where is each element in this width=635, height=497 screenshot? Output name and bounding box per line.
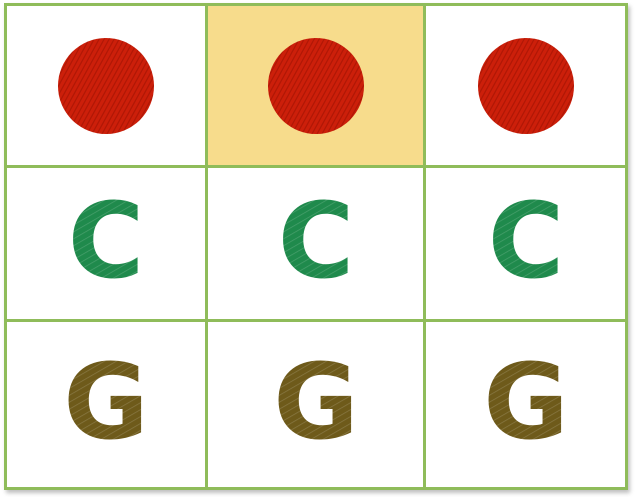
board-cell-r1-c2[interactable]: C [426,168,625,322]
board-cell-r1-c1[interactable]: C [208,168,426,322]
letter-text: C [277,189,353,299]
letter-text: C [487,189,563,299]
letter-piece-g: G [261,350,371,460]
board-cell-r0-c1[interactable] [208,6,426,168]
red-dot-piece [477,37,574,134]
letter-text: C [68,189,144,299]
board-cell-r2-c2[interactable]: G [426,322,625,487]
red-dot-piece [58,37,154,134]
letter-text: G [483,350,568,460]
letter-piece-c: C [471,189,581,299]
board-cell-r2-c1[interactable]: G [208,322,426,487]
letter-piece-c: C [261,189,371,299]
letter-piece-g: G [471,350,581,460]
board-cell-r2-c0[interactable]: G [7,322,208,487]
board-cell-r0-c2[interactable] [426,6,625,168]
letter-piece-c: C [51,189,161,299]
letter-piece-g: G [51,350,161,460]
letter-text: G [273,350,358,460]
board-cell-r1-c0[interactable]: C [7,168,208,322]
board-cell-r0-c0[interactable] [7,6,208,168]
letter-text: G [63,350,148,460]
red-dot-piece [267,37,364,134]
